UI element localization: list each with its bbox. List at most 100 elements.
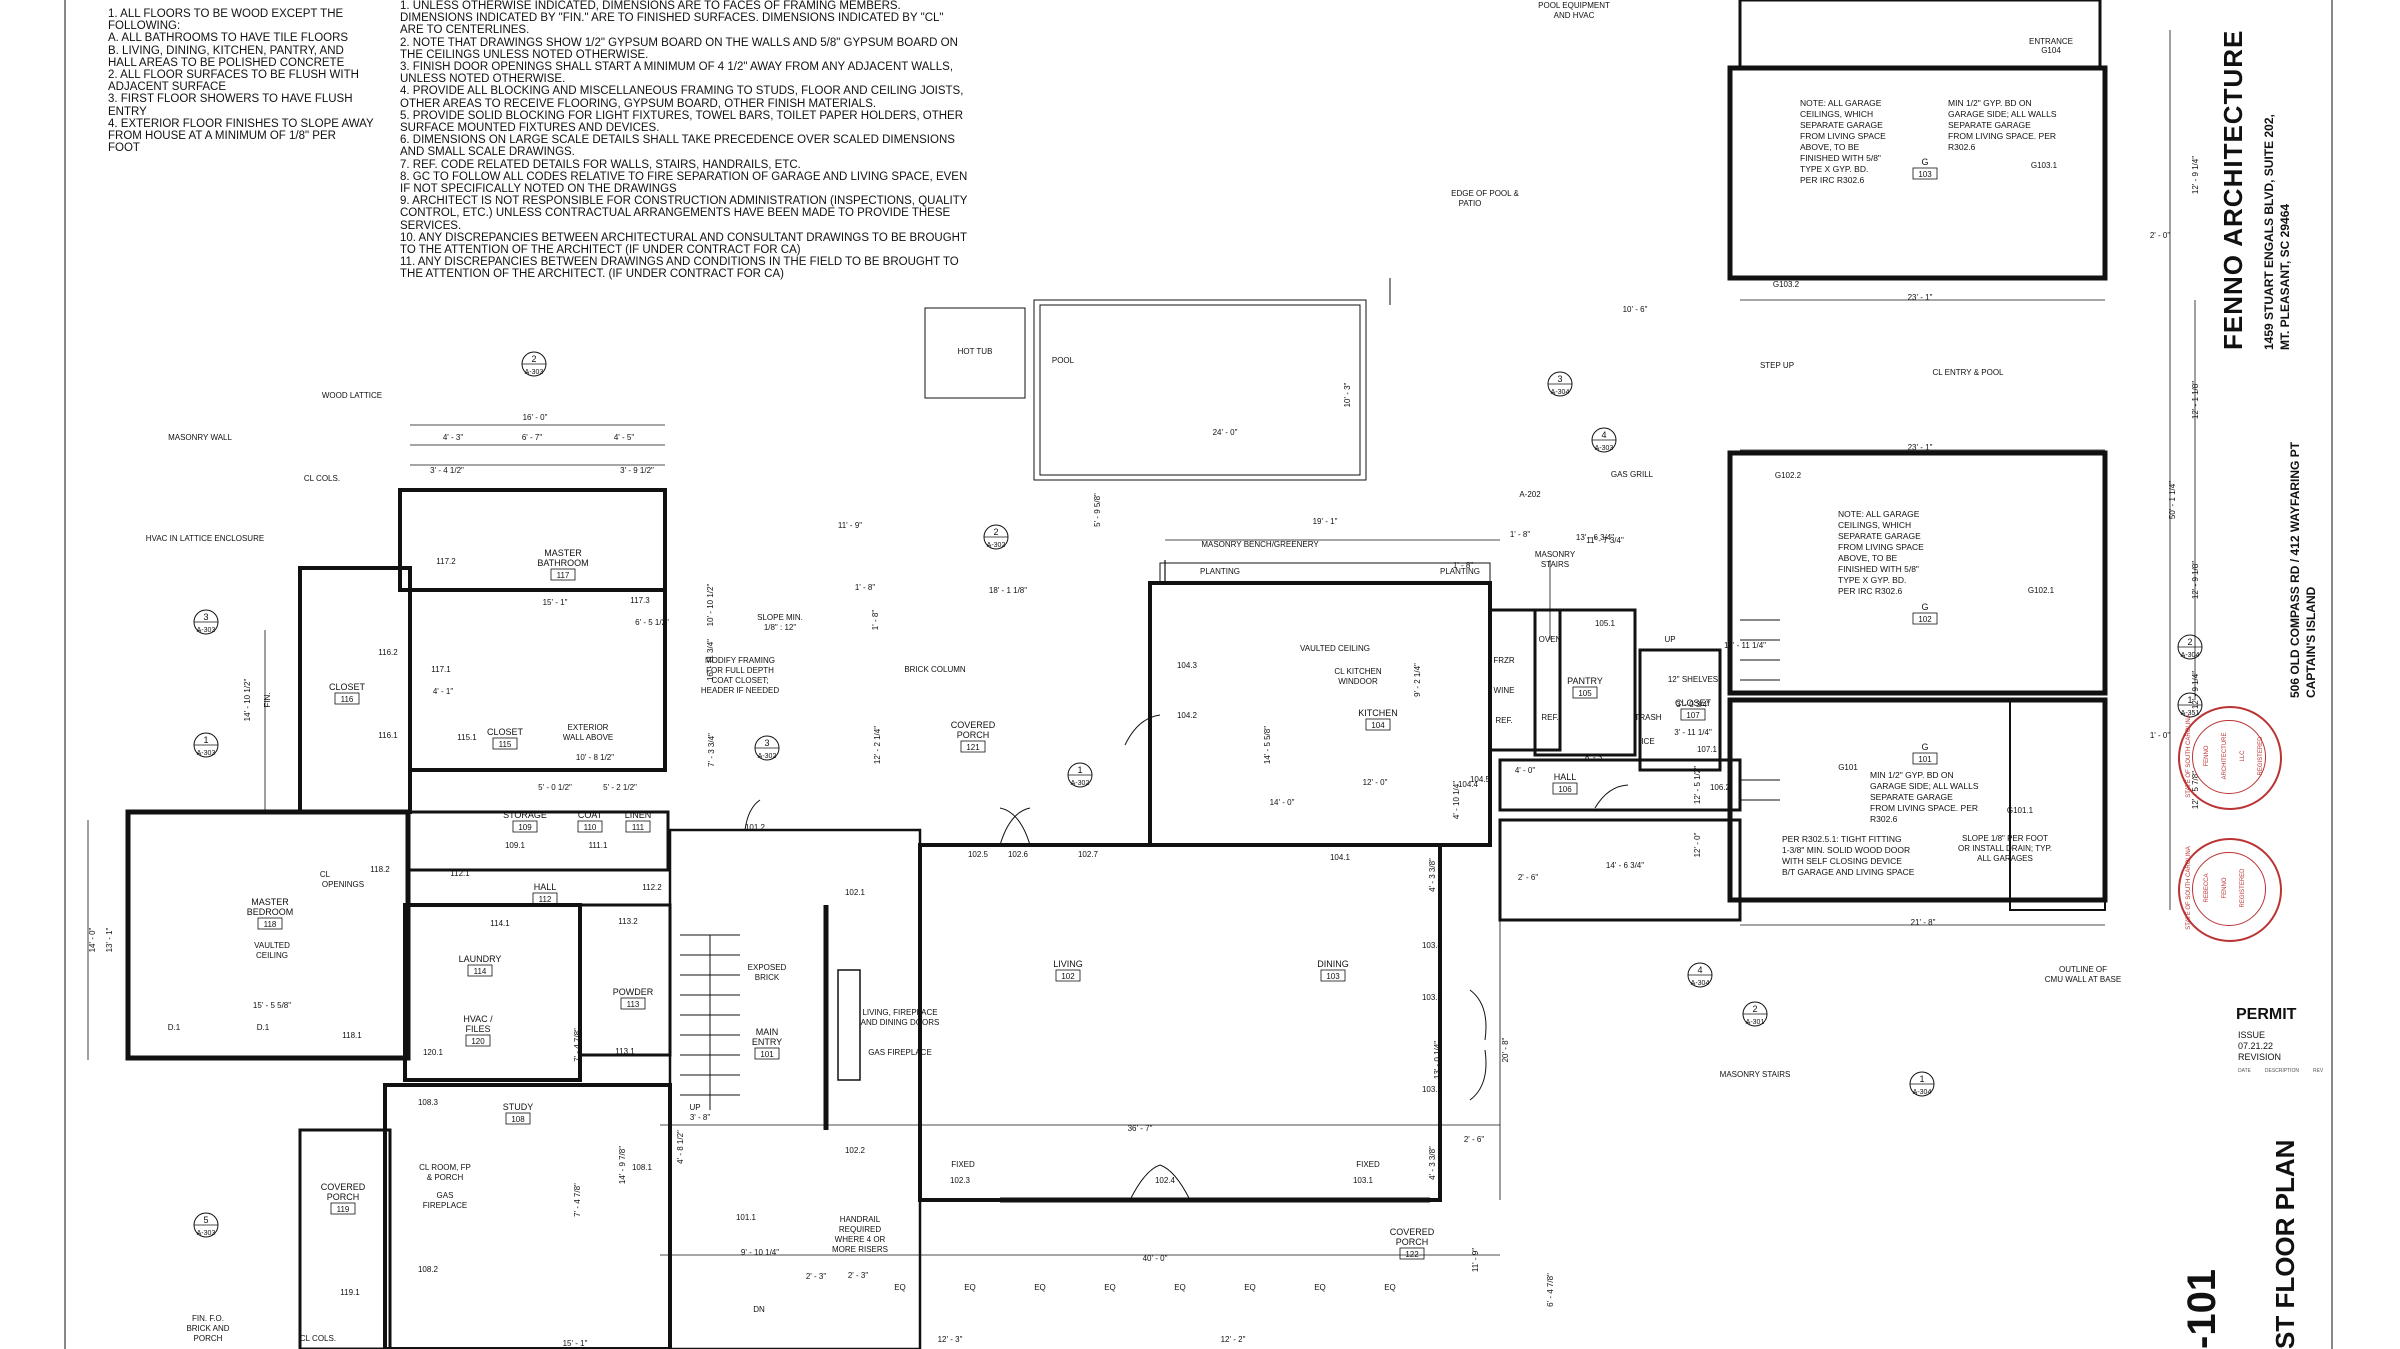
general-note-line: ARE TO CENTERLINES. xyxy=(400,24,530,37)
dimension-label: 11' - 9" xyxy=(1471,1248,1480,1272)
annotation-label: EDGE OF POOL & xyxy=(1451,189,1519,198)
dimension-label: 40' - 0" xyxy=(1143,1254,1168,1263)
section-marker-number: 2 xyxy=(1752,1004,1757,1014)
annotation-label: GAS GRILL xyxy=(1611,470,1654,479)
wall-master-bath xyxy=(398,488,667,592)
general-note-line: FOLLOWING: xyxy=(108,20,181,33)
general-note-line: SURFACE MOUNTED FIXTURES AND DEVICES. xyxy=(400,122,660,135)
annotation-label: CL xyxy=(320,870,331,879)
firm-address-line-2: MT. PLEASANT, SC 29464 xyxy=(2278,203,2292,350)
annotation-label: COAT CLOSET; xyxy=(711,676,768,685)
room-number: 101 xyxy=(1918,755,1932,764)
wall-east-link xyxy=(1498,818,1742,922)
room-name: COVERED xyxy=(321,1182,366,1192)
dimension-label: 16' - 11 3/4" xyxy=(706,639,715,681)
section-marker-number: 1 xyxy=(1919,1074,1924,1084)
room-name-line-2: BEDROOM xyxy=(247,907,294,917)
garage-code-note: NOTE: ALL GARAGE xyxy=(1838,509,1920,519)
door-tag: 108.3 xyxy=(418,1098,439,1107)
revision-col-rev: REV xyxy=(2312,1068,2324,1074)
door-tag: 108.2 xyxy=(418,1265,439,1274)
dimension-label: 36' - 7" xyxy=(1128,1124,1153,1133)
room-name: CLOSET xyxy=(487,727,524,737)
room-name: COVERED xyxy=(951,720,996,730)
dimension-label: 7' - 4 7/8" xyxy=(573,1183,582,1217)
annotation-label: FIREPLACE xyxy=(423,1201,467,1210)
room-number-box xyxy=(620,997,646,1010)
dimension-label: 15' - 1" xyxy=(543,598,568,607)
door-tag: 104.5 xyxy=(1470,775,1491,784)
room-number: 107 xyxy=(1686,711,1700,720)
general-note-line: 1. ALL FLOORS TO BE WOOD EXCEPT THE xyxy=(108,8,344,20)
wall-living-dining xyxy=(918,843,1442,1202)
annotation-label: BRICK AND xyxy=(186,1324,229,1333)
dimension-label: EQ xyxy=(1244,1283,1256,1292)
wall-fridge-bank xyxy=(1488,608,1562,752)
annotation-label: REQUIRED xyxy=(839,1225,881,1234)
door-tag: 106.2 xyxy=(1710,783,1731,792)
door-tag: D.1 xyxy=(168,1023,181,1032)
dimension-label: 12' - 0" xyxy=(1363,778,1388,787)
room-number: 105 xyxy=(1578,689,1592,698)
annotation-label: WINDOOR xyxy=(1338,677,1378,686)
section-marker-sheet: A-302 xyxy=(987,542,1006,549)
door-tag: 104.3 xyxy=(1177,661,1198,670)
room-number-box xyxy=(512,820,538,833)
door-tag: 102.5 xyxy=(968,850,989,859)
general-note-line: 4. EXTERIOR FLOOR FINISHES TO SLOPE AWAY xyxy=(108,117,374,130)
room-name: COVERED xyxy=(1390,1227,1435,1237)
revision-table-header: DATE DESCRIPTION REV xyxy=(2238,1068,2323,1074)
dimension-label: EQ xyxy=(964,1283,976,1292)
garage-code-note: FROM LIVING SPACE. PER xyxy=(1948,131,2056,141)
annotation-label: FIXED xyxy=(1356,1160,1380,1169)
door-tag: 111.1 xyxy=(589,841,608,850)
door-tag: G102.1 xyxy=(2028,586,2055,595)
room-name: STORAGE xyxy=(503,810,547,820)
dimension-label: 6' - 7" xyxy=(522,433,543,442)
general-note-line: 6. DIMENSIONS ON LARGE SCALE DETAILS SHA… xyxy=(400,134,955,147)
dimension-label: 10' - 10 1/2" xyxy=(706,584,715,627)
annotation-label: WHERE 4 OR xyxy=(835,1235,886,1244)
dimension-label: EQ xyxy=(1314,1283,1326,1292)
dimension-label: 12' - 1 1/8" xyxy=(2191,381,2200,419)
garage-code-note: CEILINGS, WHICH xyxy=(1838,520,1911,530)
garage-code-note: FROM LIVING SPACE xyxy=(1800,131,1886,141)
dimension-label: 2' - 6" xyxy=(1464,1135,1485,1144)
dimension-label: 8' - 3" xyxy=(1585,753,1606,762)
general-note-line: OTHER AREAS TO RECEIVE FLOORING, GYPSUM … xyxy=(400,97,877,110)
room-number-box xyxy=(465,1034,491,1047)
section-marker-sheet: A-302 xyxy=(758,753,777,760)
garage-code-note: MIN 1/2" GYP. BD ON xyxy=(1870,770,1954,780)
room-number-box xyxy=(1320,969,1346,982)
wall-main-entry xyxy=(668,828,922,1349)
dimension-label: 3' - 11 1/4" xyxy=(1674,728,1712,737)
room-number: 103 xyxy=(1918,170,1932,179)
annotation-label: PLANTING xyxy=(1200,567,1240,576)
dimension-label: 12' - 2" xyxy=(1221,1335,1246,1344)
annotation-label: FRZR xyxy=(1493,656,1515,665)
dimension-label: 14' - 10 1/2" xyxy=(243,679,252,722)
dimension-label: 12' - 9 1/4" xyxy=(2191,671,2200,709)
section-marker-sheet: A-303 xyxy=(1595,445,1614,452)
section-marker-number: 5 xyxy=(203,1215,208,1225)
general-notes-main: 1. UNLESS OTHERWISE INDICATED, DIMENSION… xyxy=(400,0,1000,281)
room-name: KITCHEN xyxy=(1358,708,1398,718)
annotation-label: CL ENTRY & POOL xyxy=(1933,368,2005,377)
room-name: LIVING xyxy=(1053,959,1083,969)
dimension-label: 10' - 3" xyxy=(1343,382,1352,407)
room-number: 102 xyxy=(1061,972,1075,981)
room-name: LINEN xyxy=(625,810,652,820)
room-number: 113 xyxy=(627,1000,640,1009)
dimension-label: 13' - 0 1/4" xyxy=(1433,1041,1442,1079)
wall-storage-row xyxy=(406,810,670,872)
door-tag: G104 xyxy=(2041,46,2061,55)
dimension-label: EQ xyxy=(894,1283,906,1292)
door-tag: 116.2 xyxy=(378,648,398,657)
section-marker-sheet: A-303 xyxy=(197,627,216,634)
garage-code-note: NOTE: ALL GARAGE xyxy=(1800,98,1882,108)
garage-code-note: PER IRC R302.6 xyxy=(1800,175,1865,185)
annotation-label: EXPOSED xyxy=(748,963,787,972)
annotation-label: CL COLS. xyxy=(304,474,340,483)
